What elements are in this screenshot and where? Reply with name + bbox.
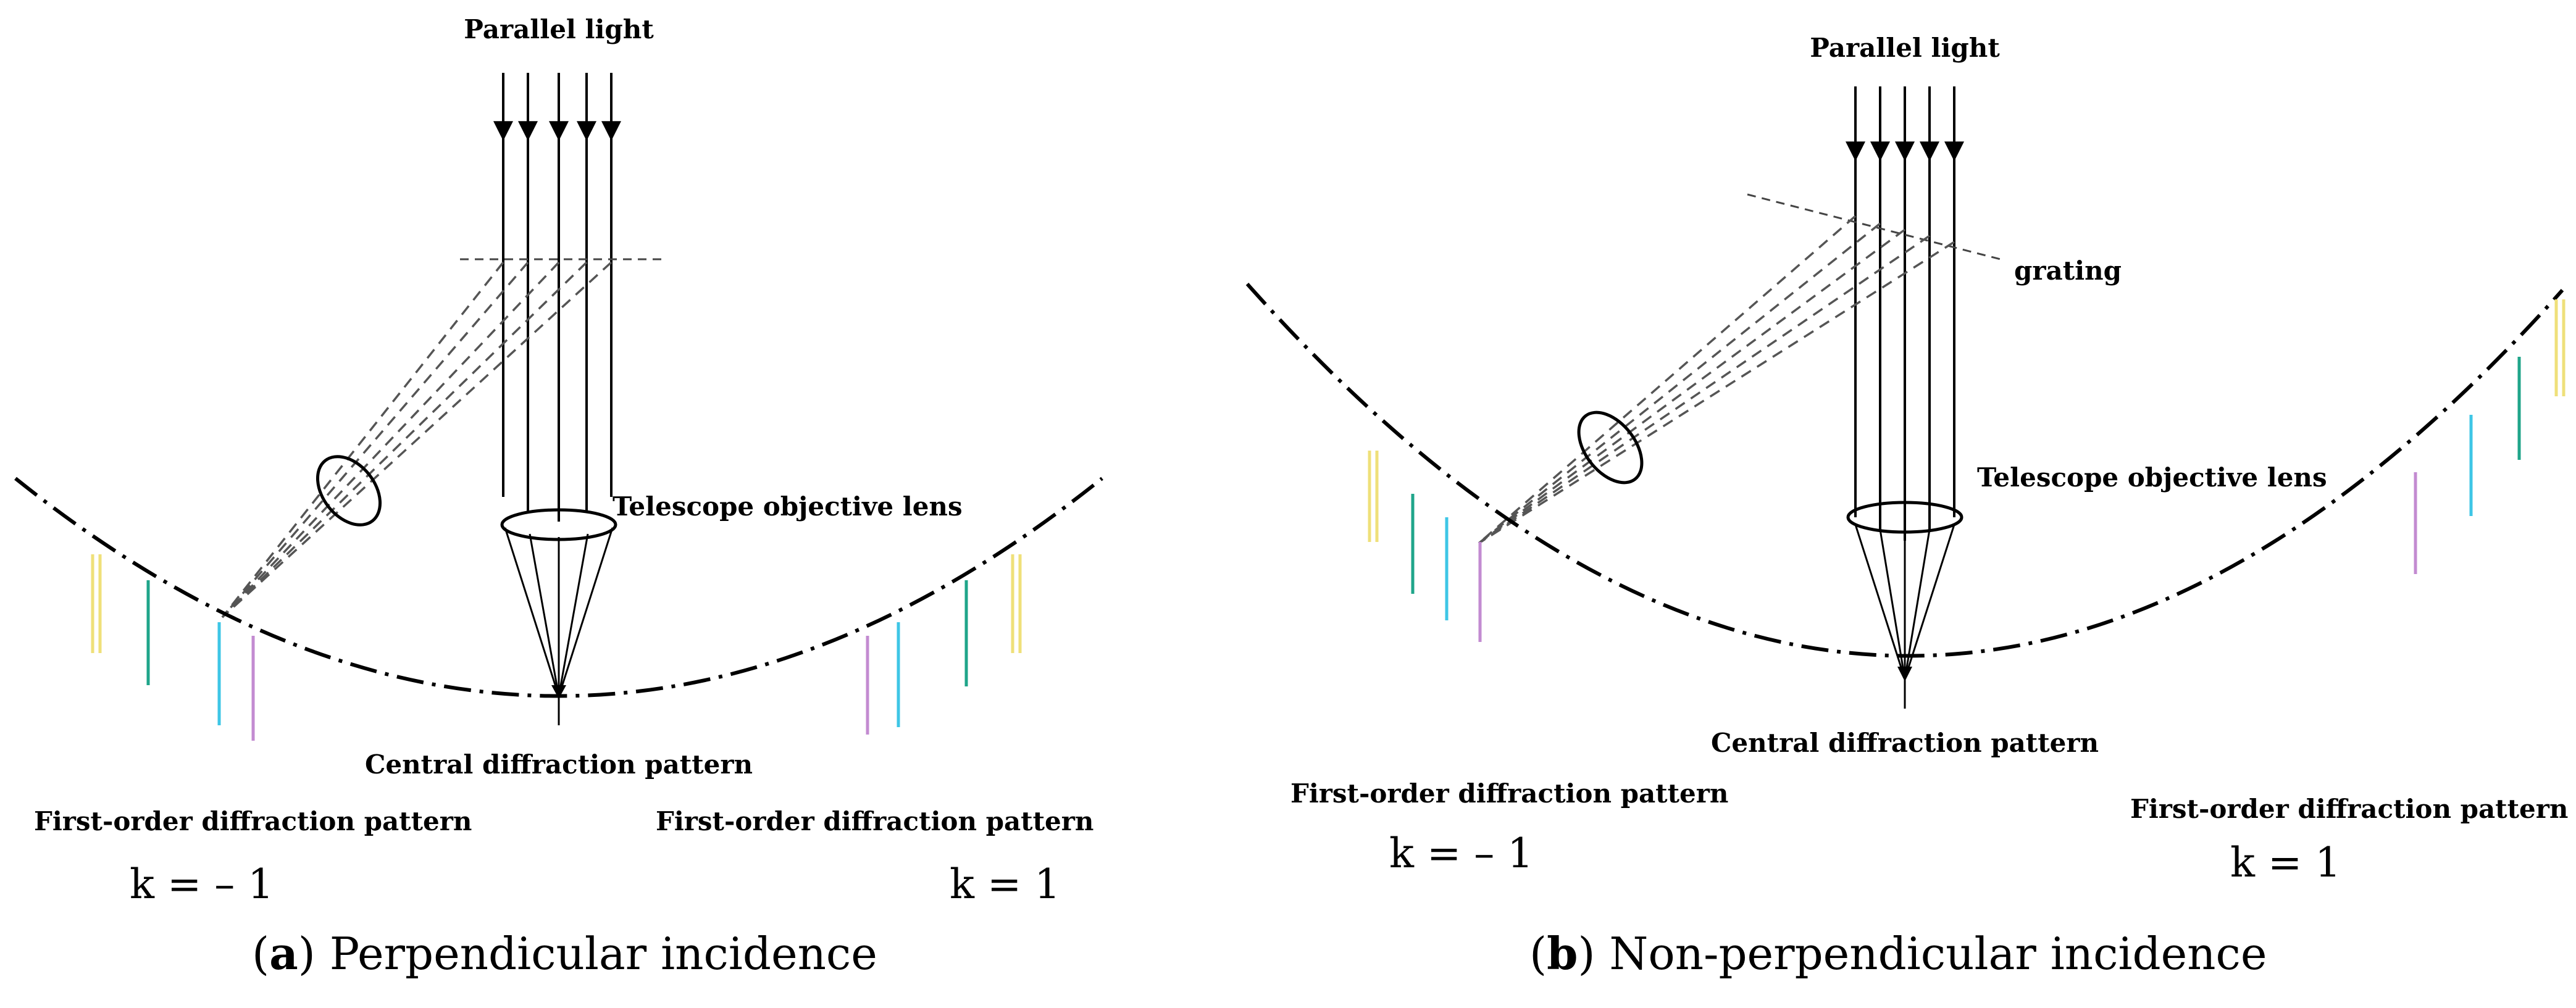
panel-b-non-perpendicular: Parallel light grating Telescope objecti… xyxy=(1235,0,2576,1008)
caption-a: (a) Perpendicular incidence xyxy=(252,927,877,980)
label-grating: grating xyxy=(2014,256,2122,286)
focus-arrow-icon xyxy=(551,685,566,699)
observation-arc xyxy=(1245,283,2564,658)
parallel-light-rays xyxy=(502,73,613,522)
diffracted-lens xyxy=(316,455,382,527)
label-parallel-light: Parallel light xyxy=(1810,33,2000,63)
spectrum-left xyxy=(91,554,255,741)
label-parallel-light: Parallel light xyxy=(464,14,654,44)
grating-line xyxy=(1747,193,2001,260)
converging-rays xyxy=(504,527,614,725)
diffracted-lens xyxy=(1577,410,1644,485)
label-first-order-left: First-order diffraction pattern xyxy=(1290,778,1728,809)
label-objective-lens: Telescope objective lens xyxy=(1977,462,2327,493)
focus-arrow-icon xyxy=(1897,667,1912,681)
arrow-down-icon xyxy=(1846,88,1964,162)
label-first-order-right: First-order diffraction pattern xyxy=(2130,794,2568,824)
label-k-minus-one: k = – 1 xyxy=(130,860,274,908)
panel-a-perpendicular: Parallel light Telescope objective lens … xyxy=(14,14,1103,980)
spectrum-right xyxy=(866,554,1022,735)
panel-b-diagram: Parallel light grating Telescope objecti… xyxy=(1245,33,2568,886)
label-k-one: k = 1 xyxy=(2230,839,2341,886)
observation-arc xyxy=(14,477,1103,698)
spectrum-left xyxy=(1368,451,1482,642)
label-objective-lens: Telescope objective lens xyxy=(613,491,963,522)
label-central-pattern: Central diffraction pattern xyxy=(1711,728,2099,758)
label-central-pattern: Central diffraction pattern xyxy=(365,749,753,780)
panel-a-diagram: Parallel light Telescope objective lens … xyxy=(14,14,1103,908)
spectrum-right xyxy=(2414,299,2566,574)
label-first-order-right: First-order diffraction pattern xyxy=(656,806,1094,836)
label-k-one: k = 1 xyxy=(950,860,1060,908)
diffracted-rays xyxy=(1478,215,1955,544)
label-first-order-left: First-order diffraction pattern xyxy=(34,806,472,836)
arrow-down-icon xyxy=(493,74,621,141)
caption-b: (b) Non-perpendicular incidence xyxy=(1529,927,2267,980)
label-k-minus-one: k = – 1 xyxy=(1389,830,1533,877)
diffracted-rays xyxy=(221,261,613,619)
